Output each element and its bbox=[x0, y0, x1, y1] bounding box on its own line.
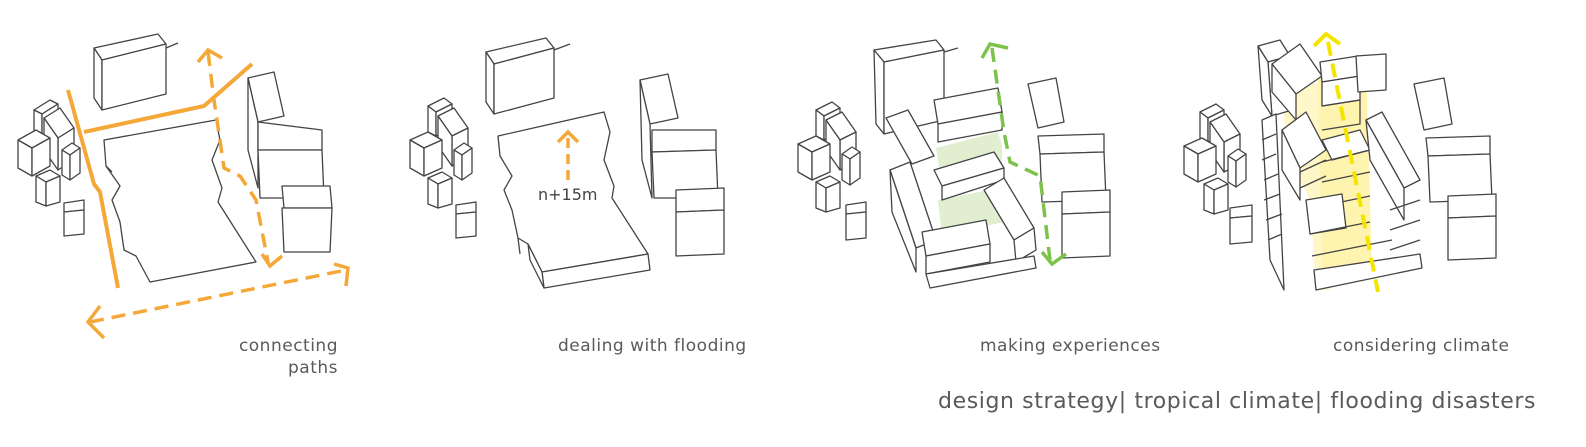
flood-rise-arrow bbox=[556, 129, 580, 180]
panel-considering-climate bbox=[1183, 31, 1497, 293]
climate-complex bbox=[1257, 39, 1497, 291]
site-slab bbox=[103, 119, 257, 283]
panel-dealing-with-flooding: n+15m bbox=[409, 37, 725, 289]
elevation-annotation: n+15m bbox=[538, 185, 598, 204]
caption-dealing-with-flooding: dealing with flooding bbox=[558, 336, 747, 356]
caption-line-2: paths bbox=[287, 358, 338, 378]
block-top bbox=[93, 33, 179, 111]
connecting-path-lines bbox=[66, 47, 350, 340]
caption-line-1: connecting bbox=[238, 336, 338, 356]
experience-path-arrow bbox=[980, 42, 1068, 267]
caption-considering-climate: considering climate bbox=[1333, 336, 1510, 356]
block-cluster-left bbox=[1183, 103, 1253, 245]
raised-site-slab bbox=[497, 111, 651, 289]
block-tall-right bbox=[639, 73, 725, 257]
panel-making-experiences bbox=[797, 39, 1111, 289]
caption-making-experiences: making experiences bbox=[980, 336, 1161, 356]
block-cluster-left bbox=[17, 99, 85, 237]
building-complex bbox=[873, 39, 1111, 289]
panel-connecting-paths bbox=[17, 33, 350, 340]
diagram-title: design strategy| tropical climate| flood… bbox=[938, 389, 1537, 414]
block-tall-right bbox=[247, 71, 333, 253]
caption-connecting-paths: connecting paths bbox=[200, 335, 338, 379]
block-cluster-left bbox=[409, 97, 477, 239]
ventilation-arrow bbox=[1312, 31, 1380, 293]
block-cluster-left bbox=[797, 101, 867, 241]
block-top bbox=[485, 37, 571, 115]
